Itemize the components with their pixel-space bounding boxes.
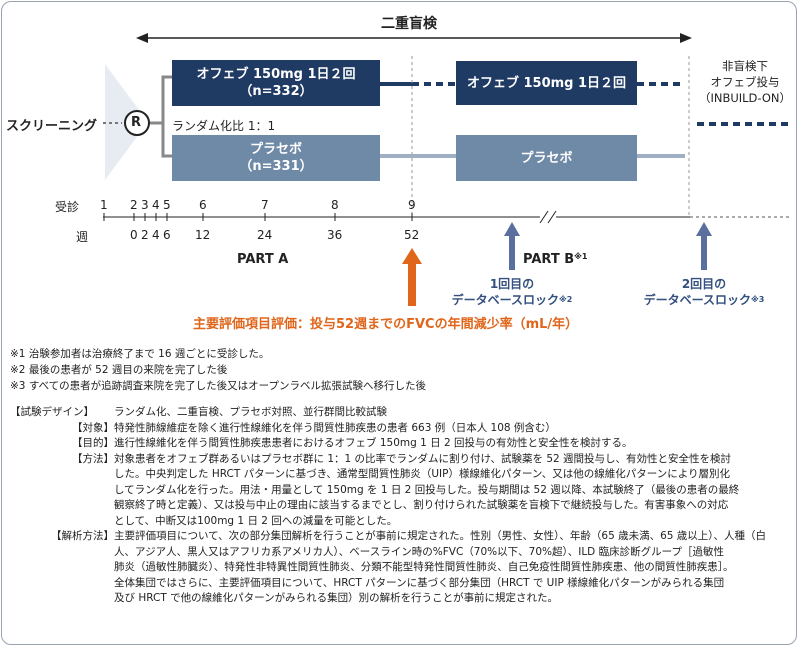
open-label-text: 非盲検下 オフェブ投与 （INBUILD-ON） [690, 58, 800, 106]
first-lock-line1: 1回目の [489, 277, 535, 291]
second-lock-arrow-shaft [701, 234, 707, 270]
ofev-partB-dose: オフェブ 150mg 1日２回 [466, 75, 627, 91]
branch-to-placebo [161, 123, 172, 158]
timeline-ticks [103, 213, 413, 221]
placebo-partA-label: プラセボ [249, 142, 302, 157]
method-value: 対象患者をオフェブ群あるいはプラセボ群に 1：1 の比率でランダムに割り付け、試… [114, 452, 790, 530]
second-lock-text: データベースロック [643, 293, 752, 307]
ofev-partA-n: （n=332） [239, 84, 313, 99]
primary-endpoint-arrow-shaft [408, 262, 416, 306]
week-4: 4 [152, 228, 160, 242]
placebo-partB-box: プラセボ [456, 135, 637, 181]
week-2: 2 [141, 228, 149, 242]
footnote-3: ※3 すべての患者が追跡調査来院を完了した後又はオープンラベル拡張試験へ移行した… [10, 380, 427, 392]
week-0: 0 [130, 228, 138, 242]
method-line-3: してランダム化を行った。用法・用量として 150mg を 1 日 2 回投与した… [114, 483, 740, 496]
analysis-line-2: 人、アジア人、黒人又はアフリカ系アメリカ人）、ベースライン時の%FVC（70%以… [114, 545, 724, 558]
target-key: 【対象】 [72, 421, 114, 434]
target-value: 特発性肺線維症を除く進行性線維化を伴う間質性肺疾患の患者 663 例（日本人 1… [114, 421, 556, 434]
week-6: 6 [163, 228, 171, 242]
ofev-partA-box: オフェブ 150mg 1日２回 （n=332） [172, 60, 380, 106]
visit-6: 6 [199, 198, 207, 212]
footnote-1: ※1 治験参加者は治療終了まで 16 週ごとに受診した。 [10, 348, 270, 360]
second-db-lock: 2回目の データベースロック※3 [624, 276, 784, 308]
visit-4: 4 [152, 198, 160, 212]
week-52: 52 [404, 228, 420, 242]
axis-break-mark-2 [547, 210, 557, 224]
analysis-key: 【解析方法】 [51, 530, 114, 542]
visit-7: 7 [261, 198, 269, 212]
week-24: 24 [257, 228, 273, 242]
analysis-line-4: 全体集団ではさらに、主要評価項目について、HRCT パターンに基づく部分集団（H… [114, 576, 725, 589]
design-row: 【試験デザイン】 ランダム化、二重盲検、プラセボ対照、並行群間比較試験 [10, 405, 790, 421]
analysis-line-1: 主要評価項目について、次の部分集団解析を行うことが事前に規定された。性別（男性、… [114, 530, 767, 542]
screening-label: スクリーニング [6, 119, 98, 134]
visit-2: 2 [130, 198, 138, 212]
footnote-2: ※2 最後の患者が 52 週目の来院を完了した後 [10, 364, 228, 376]
branch-to-ofev [148, 75, 172, 125]
design-key: 【試験デザイン】 [10, 406, 94, 418]
target-row: 【対象】 特発性肺線維症を除く進行性線維化を伴う間質性肺疾患の患者 663 例（… [10, 421, 790, 437]
double-blind-arrow-left-head [136, 33, 148, 43]
method-line-1: 対象患者をオフェブ群あるいはプラセボ群に 1：1 の比率でランダムに割り付け、試… [114, 452, 732, 465]
visit-8: 8 [331, 198, 339, 212]
visit-5: 5 [163, 198, 171, 212]
analysis-line-3: 肺炎（過敏性肺臓炎）、特発性非特異性間質性肺炎、分類不能型特発性間質性肺炎、自己… [114, 561, 734, 573]
open-label-line2: オフェブ投与 [710, 75, 780, 89]
analysis-row: 【解析方法】 主要評価項目について、次の部分集団解析を行うことが事前に規定された… [10, 529, 790, 607]
randomization-circle [124, 110, 150, 136]
double-blind-label: 二重盲検 [381, 16, 437, 32]
week-12: 12 [195, 228, 211, 242]
part-b-sup: ※1 [574, 252, 588, 261]
open-label-line3: （INBUILD-ON） [698, 91, 792, 105]
second-lock-arrow-head [696, 222, 712, 236]
study-design-text: 【試験デザイン】 ランダム化、二重盲検、プラセボ対照、並行群間比較試験 【対象】… [10, 405, 790, 607]
method-line-4: 観察終了時と定義）、又は投与中止の理由に該当するまでとし、割り付けられた試験薬を… [114, 499, 729, 511]
first-lock-arrow-head [504, 222, 520, 236]
method-row: 【方法】 対象患者をオフェブ群あるいはプラセボ群に 1：1 の比率でランダムに割… [10, 452, 790, 530]
randomization-r: R [131, 115, 142, 130]
part-a-label: PART A [237, 252, 289, 267]
placebo-partB-label: プラセボ [520, 150, 573, 166]
analysis-value: 主要評価項目について、次の部分集団解析を行うことが事前に規定された。性別（男性、… [114, 529, 790, 607]
second-lock-line2: データベースロック※3 [624, 292, 784, 308]
purpose-key: 【目的】 [72, 437, 114, 449]
first-lock-text: データベースロック [451, 293, 560, 307]
part-b-text: PART B [523, 252, 575, 267]
analysis-line-5: 及び HRCT で他の線維化パターンがみられる集団）別の解析を行うことが事前に規… [114, 592, 559, 604]
footnotes: ※1 治験参加者は治療終了まで 16 週ごとに受診した。 ※2 最後の患者が 5… [10, 346, 426, 394]
randomization-ratio: ランダム化比 1：1 [172, 119, 276, 133]
first-lock-line2: データベースロック※2 [432, 292, 592, 308]
placebo-partA-box: プラセボ （n=331） [172, 135, 380, 181]
week-label: 週 [76, 230, 89, 244]
visit-label: 受診 [55, 200, 80, 214]
double-blind-arrow-right-head [680, 33, 692, 43]
visit-3: 3 [141, 198, 149, 212]
week-36: 36 [327, 228, 343, 242]
first-lock-arrow-shaft [509, 234, 515, 270]
purpose-value: 進行性線維化を伴う間質性肺疾患患者におけるオフェブ 150mg 1 日 2 回投… [114, 437, 633, 449]
design-value: ランダム化、二重盲検、プラセボ対照、並行群間比較試験 [114, 406, 387, 418]
first-db-lock: 1回目の データベースロック※2 [432, 276, 592, 308]
purpose-row: 【目的】 進行性線維化を伴う間質性肺疾患患者におけるオフェブ 150mg 1 日… [10, 436, 790, 452]
method-key: 【方法】 [72, 452, 114, 465]
open-label-line1: 非盲検下 [722, 59, 768, 73]
ofev-partB-box: オフェブ 150mg 1日２回 [456, 61, 637, 105]
visit-9: 9 [408, 198, 416, 212]
axis-break-mark-1 [539, 210, 549, 224]
ofev-partA-dose: オフェブ 150mg 1日２回 [196, 67, 356, 82]
method-line-5: として、中断又は100mg 1 日 2 回への減量を可能とした。 [114, 514, 398, 527]
second-lock-sup: ※3 [751, 295, 765, 304]
primary-endpoint-label: 主要評価項目評価：投与52週までのFVCの年間減少率（mL/年） [193, 317, 579, 332]
first-lock-sup: ※2 [559, 295, 573, 304]
visit-1: 1 [100, 198, 108, 212]
placebo-partA-n: （n=331） [239, 159, 313, 174]
part-b-label: PART B※1 [523, 252, 587, 267]
primary-endpoint-arrow-head [402, 248, 422, 264]
study-design-diagram [103, 33, 790, 306]
method-line-2: した。中央判定した HRCT パターンに基づき、通常型間質性肺炎（UIP）様線維… [114, 468, 731, 480]
second-lock-line1: 2回目の [681, 277, 727, 291]
